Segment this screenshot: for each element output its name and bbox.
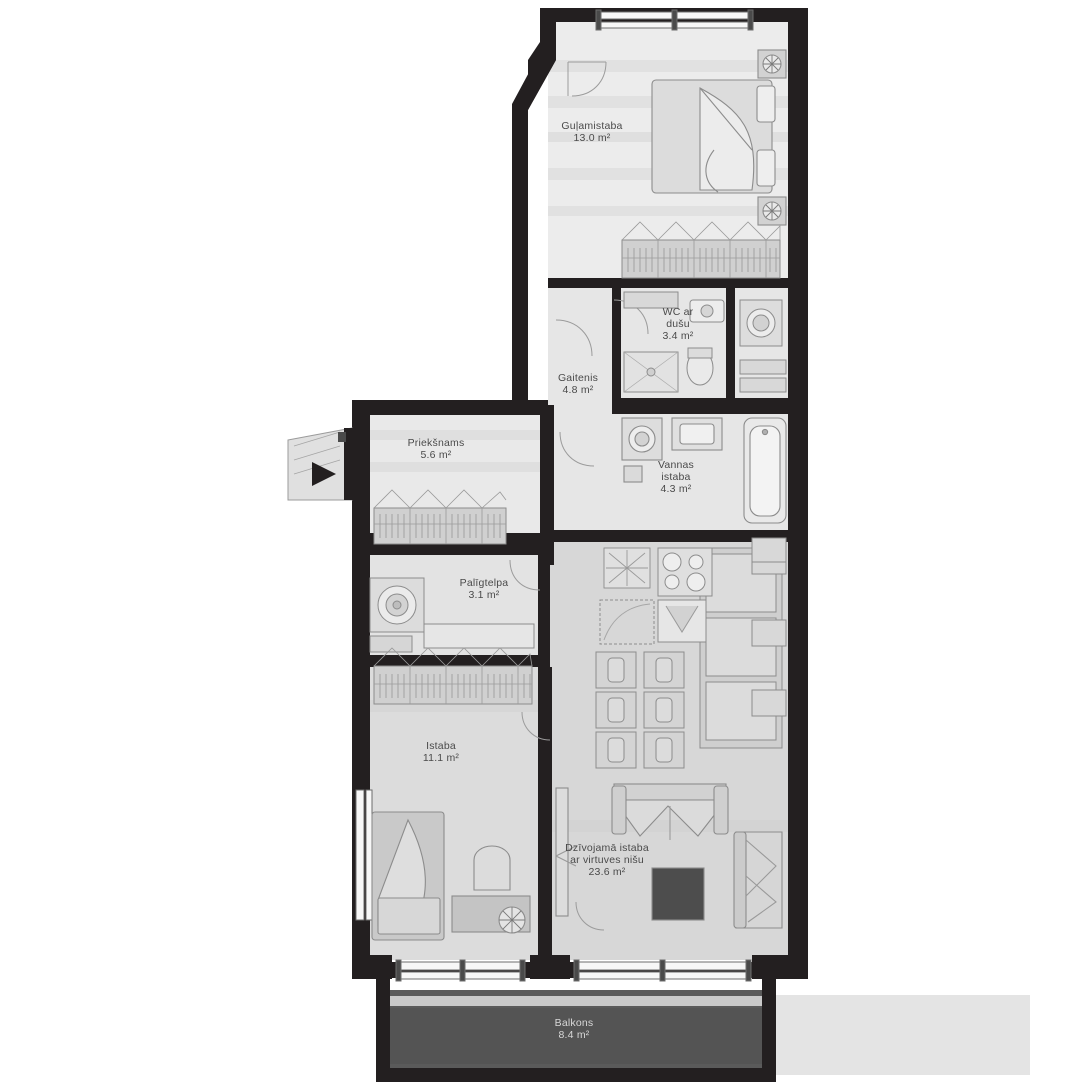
entrance-arrow-icon	[312, 462, 336, 486]
room-furniture	[371, 647, 533, 941]
interior-doors	[381, 299, 659, 931]
entrance-door-group	[287, 427, 356, 501]
bathroom-fixtures	[621, 417, 787, 524]
bedroom-door	[567, 61, 607, 97]
wc-fixtures	[623, 299, 783, 393]
bedroom-wardrobe	[621, 221, 781, 279]
windows	[355, 9, 754, 982]
bedroom-furniture	[651, 49, 787, 226]
kitchen-fixtures	[595, 547, 787, 769]
utility-room-fixtures	[369, 577, 535, 653]
entry-hall-furniture	[373, 489, 507, 545]
living-room-furniture	[555, 783, 783, 929]
right-closet-column	[623, 291, 787, 563]
balcony-rail	[390, 996, 762, 1064]
